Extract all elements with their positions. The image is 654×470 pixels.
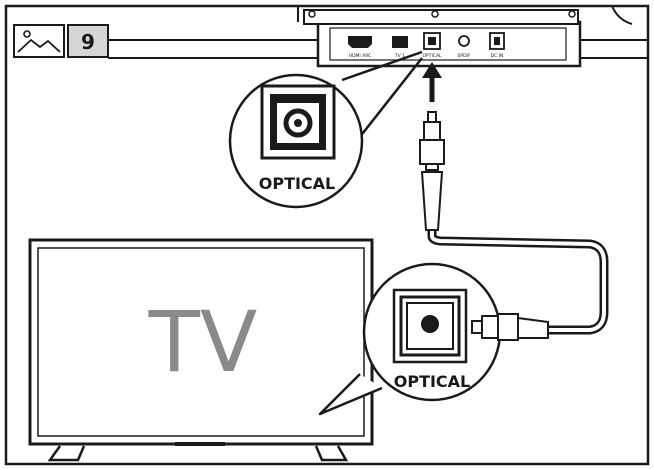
callout-label-soundbar: OPTICAL xyxy=(259,174,336,193)
tv: TV xyxy=(28,238,374,462)
port-label: DC IN xyxy=(491,53,504,59)
dc-in-port xyxy=(489,32,505,50)
arrow-up-icon xyxy=(422,62,442,102)
optical-plug-upper xyxy=(419,111,445,231)
spdif-port xyxy=(458,35,470,47)
port-label: OPTICAL xyxy=(422,53,442,59)
soundbar-rear-panel xyxy=(303,9,582,68)
diagram-frame xyxy=(4,4,650,466)
tv1-port xyxy=(392,36,408,48)
port-label: TV 1 xyxy=(394,53,405,59)
optical-plug-lower xyxy=(471,313,549,341)
tv-label: TV xyxy=(148,293,258,391)
step-number-badge: 9 xyxy=(67,24,109,58)
tv-optical-callout: OPTICAL xyxy=(318,262,502,416)
step-number: 9 xyxy=(81,30,95,54)
soundbar-optical-callout: OPTICAL xyxy=(228,50,423,209)
callout-label-tv: OPTICAL xyxy=(394,372,471,391)
optical-port-small xyxy=(423,32,441,50)
hdmi-arc-port xyxy=(348,36,372,48)
port-label: SPDIF xyxy=(458,53,471,59)
port-label: HDMI ARC xyxy=(349,53,372,59)
image-icon xyxy=(13,24,65,58)
wall-lines xyxy=(108,5,648,59)
port-labels: HDMI ARC TV 1 OPTICAL SPDIF DC IN xyxy=(349,53,504,59)
optical-cable xyxy=(427,230,609,335)
